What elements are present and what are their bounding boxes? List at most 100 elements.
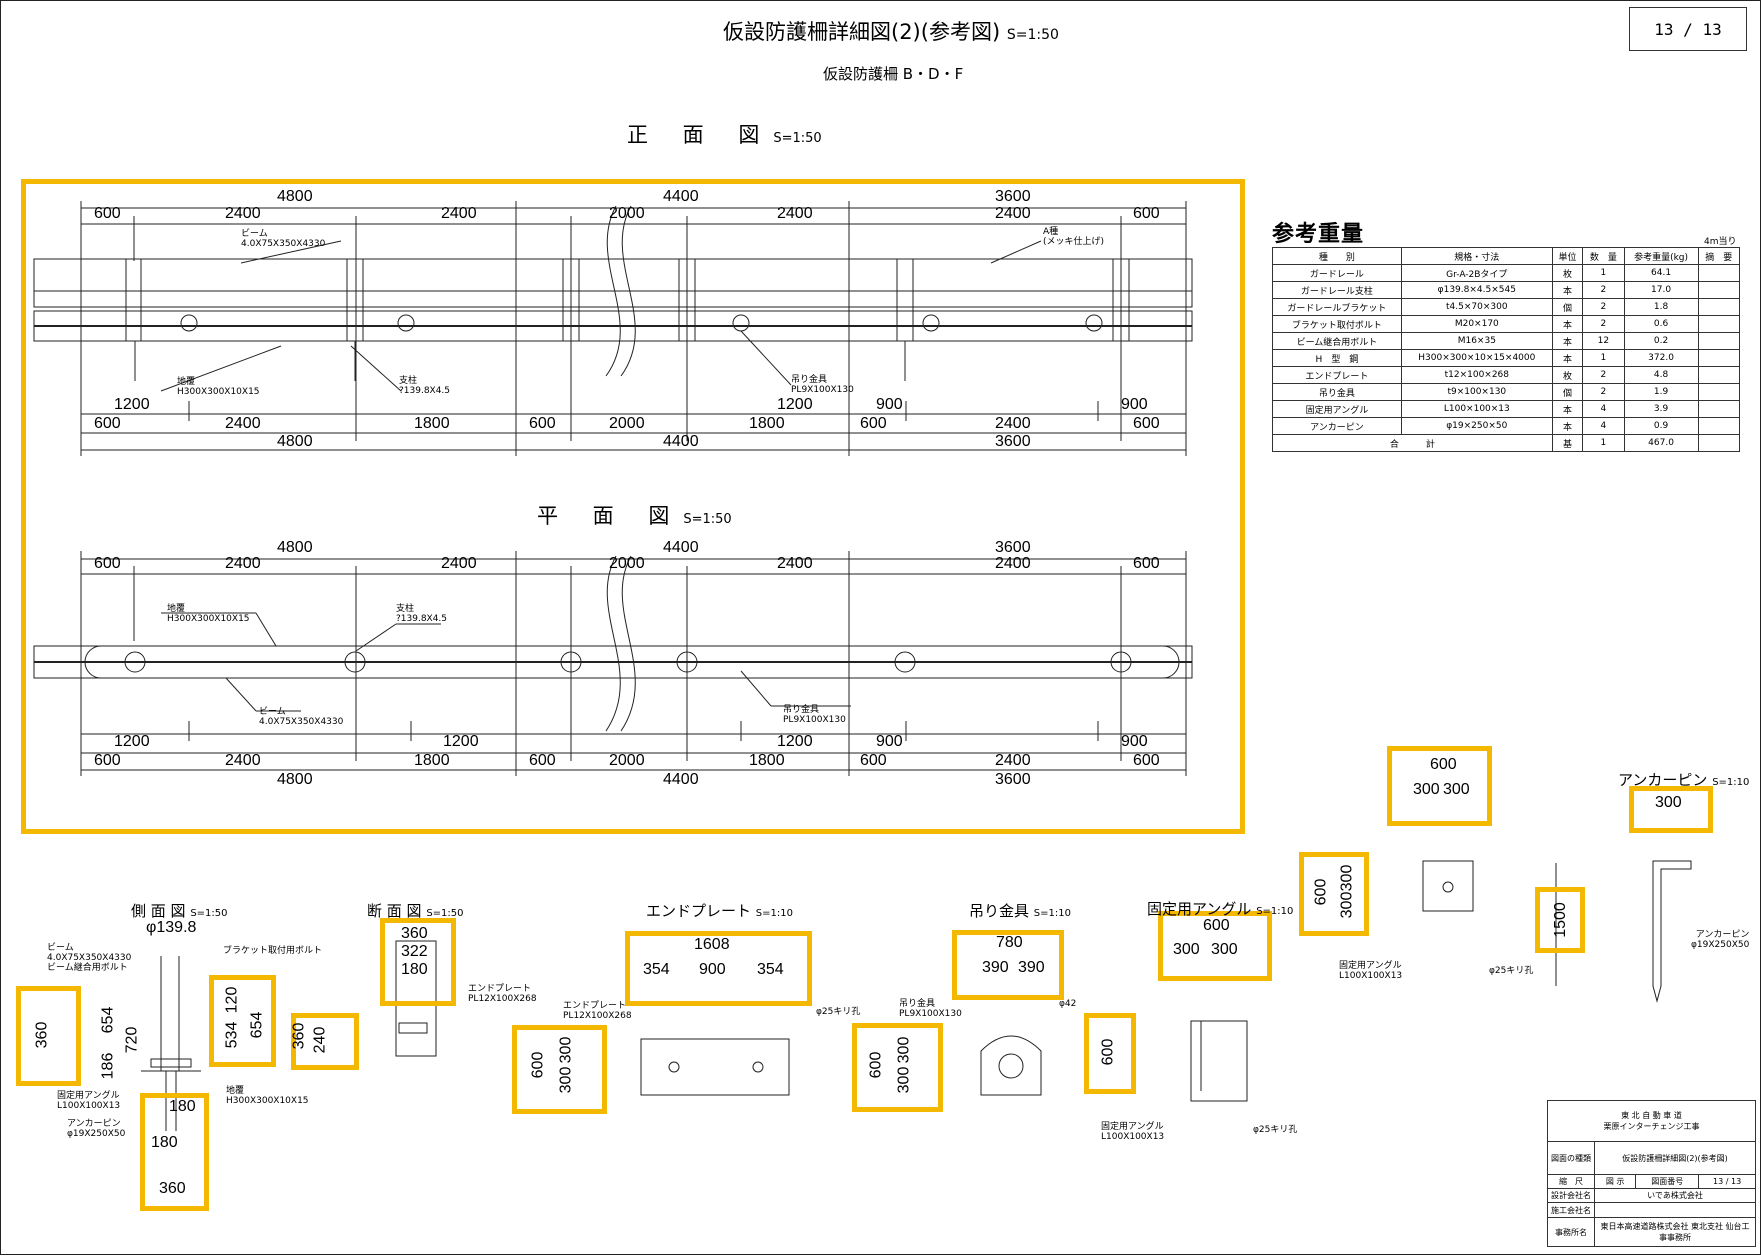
angle-highlight-2 bbox=[1084, 1013, 1136, 1094]
front-bt-1: 4800 bbox=[277, 433, 313, 450]
plan-total-3: 3600 bbox=[995, 539, 1031, 556]
hanger-dim-a: 390 bbox=[982, 959, 1009, 976]
plan-b1-1: 1200 bbox=[114, 733, 150, 750]
side-dim-654: 654 bbox=[99, 1006, 117, 1034]
front-seg-2: 2400 bbox=[225, 205, 261, 222]
anchor-pin-highlight-2 bbox=[1535, 887, 1585, 953]
hanger-dim-total: 780 bbox=[996, 934, 1023, 951]
front-seg-1: 600 bbox=[94, 205, 121, 222]
side-view-highlight-2 bbox=[209, 975, 276, 1067]
front-view-title: 正 面 図S=1:50 bbox=[627, 123, 822, 147]
section-highlight-2 bbox=[291, 1013, 359, 1070]
side-dim-186: 186 bbox=[99, 1052, 117, 1080]
front-b2-6: 1800 bbox=[749, 415, 785, 432]
title-block-scale: 図 示 bbox=[1593, 1174, 1637, 1189]
front-b2-7: 600 bbox=[860, 415, 887, 432]
title-block-company-1: 東 北 自 動 車 道 bbox=[1621, 1111, 1682, 1120]
angle-plan-hole-label: φ25キリ孔 bbox=[1489, 966, 1534, 976]
hanger-highlight-1 bbox=[952, 930, 1064, 1000]
angle-plan-dim-b: 300 bbox=[1443, 781, 1470, 798]
title-block-design-label: 設計会社名 bbox=[1547, 1188, 1595, 1203]
plan-post-label: 支柱?139.8X4.5 bbox=[396, 604, 448, 624]
hanger-title: 吊り金具 S=1:10 bbox=[969, 902, 1071, 920]
hanger-hole-label: φ42 bbox=[1059, 999, 1077, 1009]
front-b1-3: 900 bbox=[876, 396, 903, 413]
front-bt-2: 4400 bbox=[663, 433, 699, 450]
side-dim-654b: 654 bbox=[248, 1011, 266, 1039]
front-b2-9: 600 bbox=[1133, 415, 1160, 432]
front-a-type-label: A種(メッキ仕上げ) bbox=[1043, 227, 1105, 247]
front-total-2: 4400 bbox=[663, 188, 699, 205]
angle-highlight-1 bbox=[1158, 911, 1272, 981]
hanger-dim-b: 390 bbox=[1018, 959, 1045, 976]
front-b2-5: 2000 bbox=[609, 415, 645, 432]
plan-bt-1: 4800 bbox=[277, 771, 313, 788]
end-plate-dim-h1: 300 bbox=[557, 1036, 575, 1064]
plan-b2-6: 1800 bbox=[749, 752, 785, 769]
plan-seg-2: 2400 bbox=[225, 555, 261, 572]
end-plate-highlight-1 bbox=[625, 931, 812, 1006]
section-dim-240: 240 bbox=[311, 1026, 329, 1054]
plan-total-1: 4800 bbox=[277, 539, 313, 556]
title-block-office: 東日本高速道路株式会社 東北支社 仙台工事事務所 bbox=[1594, 1217, 1756, 1247]
plan-b2-5: 2000 bbox=[609, 752, 645, 769]
weight-table-unit: 4m当り bbox=[1704, 237, 1737, 247]
weight-table-cell: 1 bbox=[1582, 349, 1625, 367]
plan-bt-3: 3600 bbox=[995, 771, 1031, 788]
plan-seg-5: 2400 bbox=[777, 555, 813, 572]
title-block-no-label: 図面番号 bbox=[1635, 1174, 1700, 1189]
front-total-1: 4800 bbox=[277, 188, 313, 205]
front-b2-8: 2400 bbox=[995, 415, 1031, 432]
end-plate-hole-label: φ25キリ孔 bbox=[816, 1007, 861, 1017]
title-block-scale-label: 縮 尺 bbox=[1547, 1174, 1595, 1189]
side-dim-534: 534 bbox=[223, 1021, 241, 1049]
section-dim-360: 360 bbox=[401, 925, 428, 942]
end-plate-dim-h2: 300 bbox=[557, 1066, 575, 1094]
front-seg-6: 2400 bbox=[995, 205, 1031, 222]
angle-plan-dim-total: 600 bbox=[1430, 756, 1457, 773]
side-dim-720: 720 bbox=[123, 1026, 141, 1054]
side-dim-360: 360 bbox=[33, 1021, 51, 1049]
end-plate-title: エンドプレート S=1:10 bbox=[646, 902, 793, 920]
weight-table-cell: 2 bbox=[1582, 315, 1625, 333]
hanger-dim-h1: 300 bbox=[895, 1036, 913, 1064]
section-dim-180: 180 bbox=[401, 961, 428, 978]
hanger-highlight-2 bbox=[852, 1023, 943, 1112]
weight-table-header: 種 別 規格・寸法 単位 数 量 参考重量(kg) 摘 要 bbox=[1272, 247, 1741, 265]
main-highlight-box bbox=[21, 179, 1245, 834]
angle-title: 固定用アングル S=1:10 bbox=[1147, 900, 1294, 918]
plan-seg-7: 600 bbox=[1133, 555, 1160, 572]
angle-plan-dim-h: 600 bbox=[1312, 878, 1330, 906]
plan-b2-4: 600 bbox=[529, 752, 556, 769]
plan-seg-4: 2000 bbox=[609, 555, 645, 572]
drawing-subtitle: 仮設防護柵 B・D・F bbox=[823, 65, 964, 83]
title-block-company-2: 栗原インターチェンジ工事 bbox=[1603, 1122, 1700, 1131]
angle-plan-dim-h1: 300 bbox=[1338, 864, 1356, 892]
angle-hole-label: φ25キリ孔 bbox=[1253, 1125, 1298, 1135]
front-bt-3: 3600 bbox=[995, 433, 1031, 450]
title-block-type-label: 図面の種類 bbox=[1547, 1141, 1595, 1175]
plan-view-title: 平 面 図S=1:50 bbox=[537, 504, 732, 528]
title-block: 東 北 自 動 車 道栗原インターチェンジ工事 図面の種類 仮設防護柵詳細図(2… bbox=[1547, 1100, 1756, 1247]
front-seg-3: 2400 bbox=[441, 205, 477, 222]
section-view-title: 断 面 図 S=1:50 bbox=[367, 902, 464, 920]
side-view-title: 側 面 図 S=1:50 bbox=[131, 902, 228, 920]
angle-dim-b: 300 bbox=[1211, 941, 1238, 958]
